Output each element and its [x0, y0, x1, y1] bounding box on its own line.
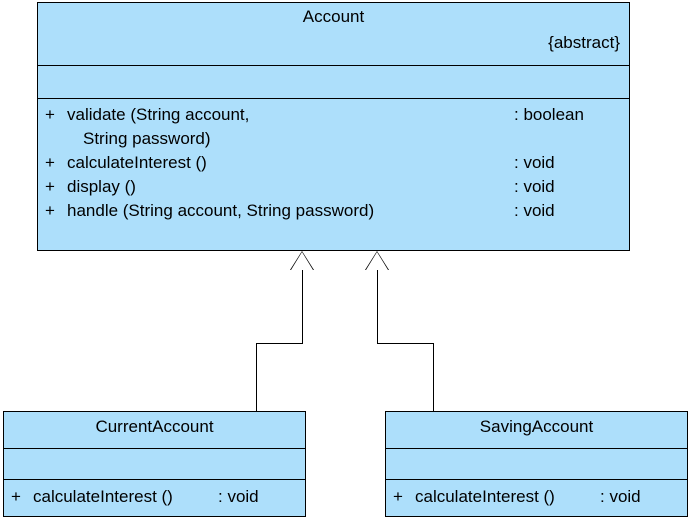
- operation-row: + calculateInterest () : void: [386, 485, 687, 509]
- operation-row: + handle (String account, String passwor…: [38, 199, 629, 223]
- operation-signature-continued: String password): [83, 129, 211, 148]
- operation-signature: calculateInterest (): [67, 153, 207, 172]
- generalization-line-current-horizontal: [256, 343, 303, 344]
- generalization-line-current-vertical-upper: [302, 269, 303, 343]
- class-header-account: Account {abstract}: [38, 3, 629, 65]
- class-operations-saving-account: + calculateInterest () : void: [386, 479, 687, 515]
- operation-signature: handle (String account, String password): [67, 201, 375, 220]
- class-name-account: Account: [302, 7, 365, 26]
- operation-visibility: +: [11, 487, 21, 506]
- generalization-line-saving-vertical-lower: [433, 343, 434, 412]
- operation-return-type: : boolean: [514, 105, 584, 124]
- operation-signature: calculateInterest (): [415, 487, 555, 506]
- generalization-line-current-vertical-lower: [256, 343, 257, 412]
- generalization-line-saving-horizontal: [377, 343, 434, 344]
- operation-visibility: +: [45, 177, 55, 196]
- class-box-account[interactable]: Account {abstract} + validate (String ac…: [37, 2, 630, 251]
- class-name-saving-account: SavingAccount: [479, 417, 594, 436]
- operation-signature: calculateInterest (): [33, 487, 173, 506]
- operation-return-type: : void: [514, 177, 555, 196]
- class-attributes-current-account: [4, 448, 305, 479]
- operation-visibility: +: [393, 487, 403, 506]
- operation-row: + calculateInterest () : void: [38, 151, 629, 175]
- class-box-saving-account[interactable]: SavingAccount + calculateInterest () : v…: [385, 411, 688, 517]
- generalization-line-saving-vertical-upper: [377, 269, 378, 343]
- class-name-current-account: CurrentAccount: [95, 417, 214, 436]
- operation-return-type: : void: [514, 201, 555, 220]
- class-header-saving-account: SavingAccount: [386, 412, 687, 448]
- class-stereotype-abstract: {abstract}: [548, 33, 620, 52]
- operation-visibility: +: [45, 105, 55, 124]
- class-attributes-account: [38, 65, 629, 98]
- class-operations-account: + validate (String account, String passw…: [38, 98, 629, 249]
- operation-visibility: +: [45, 153, 55, 172]
- operation-return-type: : void: [218, 487, 259, 506]
- operation-row: + calculateInterest () : void: [4, 485, 305, 509]
- class-attributes-saving-account: [386, 448, 687, 479]
- operation-signature: display (): [67, 177, 136, 196]
- operation-visibility: +: [45, 201, 55, 220]
- class-operations-current-account: + calculateInterest () : void: [4, 479, 305, 515]
- class-box-current-account[interactable]: CurrentAccount + calculateInterest () : …: [3, 411, 306, 517]
- operation-return-type: : void: [600, 487, 641, 506]
- operation-row: + validate (String account, String passw…: [38, 103, 629, 151]
- class-header-current-account: CurrentAccount: [4, 412, 305, 448]
- operation-return-type: : void: [514, 153, 555, 172]
- operation-row: + display () : void: [38, 175, 629, 199]
- operation-signature: validate (String account,: [67, 105, 250, 124]
